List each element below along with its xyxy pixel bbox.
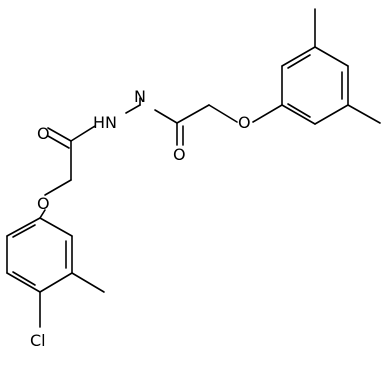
bond [6, 272, 41, 293]
ether-oxygen-right-label: O [238, 113, 251, 132]
aromatic-double-bond [287, 54, 311, 69]
methyl-bond [71, 272, 105, 293]
bond [208, 104, 238, 123]
bond [154, 109, 178, 124]
bond [39, 217, 73, 237]
bond [6, 217, 41, 237]
hydrazide-n-label: N [134, 87, 146, 106]
carbonyl-oxygen-left-label: O [37, 124, 50, 143]
bond [39, 272, 73, 293]
bond [39, 209, 46, 219]
hydrazide-nh-label: HN [93, 113, 117, 132]
bond [314, 104, 349, 125]
left-aromatic-ring [6, 217, 105, 328]
aromatic-double-bond [12, 271, 36, 286]
ether-oxygen-left-label: O [37, 194, 50, 213]
carbonyl-oxygen-right-label: O [173, 145, 186, 164]
bond [125, 104, 141, 114]
bond [281, 46, 316, 67]
bond [44, 179, 72, 196]
methyl-bond [347, 104, 381, 124]
bond [314, 46, 349, 67]
chlorine-label: Cl [30, 331, 46, 350]
bond [70, 125, 96, 142]
carbonyl-double-bond [47, 135, 70, 149]
aromatic-double-bond [287, 103, 311, 118]
aromatic-double-bond [12, 224, 36, 238]
right-aromatic-ring [281, 8, 381, 125]
bond [252, 104, 283, 123]
bond [176, 104, 210, 124]
bond [281, 104, 316, 125]
carbonyl-bond [47, 127, 72, 142]
